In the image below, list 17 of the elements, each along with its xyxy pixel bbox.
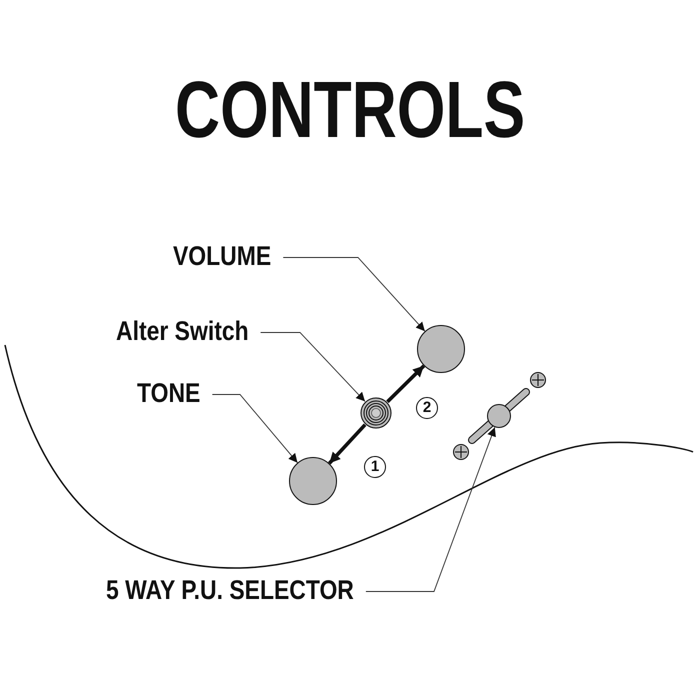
leader-line bbox=[212, 394, 298, 464]
edge-label: 2 bbox=[416, 397, 438, 419]
toggle-switch bbox=[360, 397, 392, 429]
knob bbox=[289, 457, 337, 505]
leader-line bbox=[260, 332, 366, 402]
edge-label: 1 bbox=[364, 456, 386, 478]
selector-knob bbox=[487, 404, 511, 428]
arrow bbox=[328, 423, 366, 465]
callout-label: VOLUME bbox=[173, 243, 272, 270]
callout-label: Alter Switch bbox=[116, 318, 249, 345]
title: CONTROLS bbox=[175, 70, 526, 150]
callout-label: TONE bbox=[137, 380, 200, 407]
leader-line bbox=[365, 426, 496, 592]
leader-line bbox=[282, 257, 426, 332]
knob bbox=[417, 325, 465, 373]
callout-label: 5 WAY P.U. SELECTOR bbox=[106, 577, 354, 604]
arrow bbox=[386, 364, 426, 404]
